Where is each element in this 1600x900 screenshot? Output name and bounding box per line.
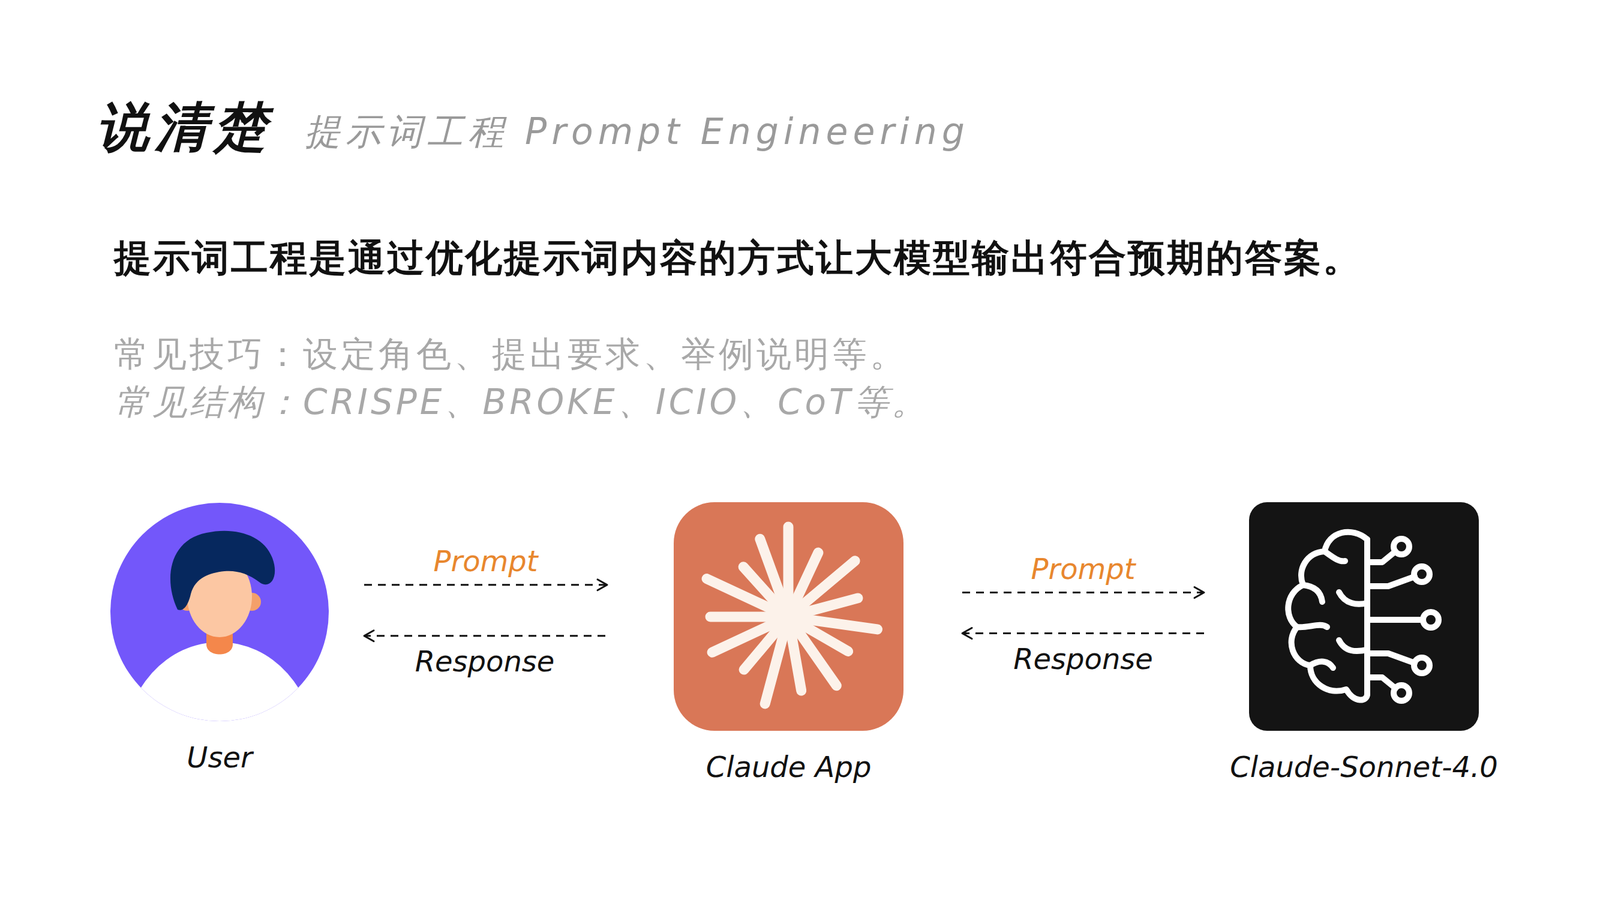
node-label: Claude-Sonnet-4.0 (1069, 751, 1600, 783)
dashed-arrow (962, 587, 1205, 599)
dashed-line (364, 583, 608, 586)
dashed-line (962, 632, 1205, 635)
definition-text: 提示词工程是通过优化提示词内容的方式让大模型输出符合预期的答案。 (113, 237, 1362, 279)
node-label: Claude App (493, 751, 1084, 783)
claude-app-icon (673, 502, 904, 731)
arrow-head (1194, 587, 1205, 599)
user-avatar (110, 502, 329, 722)
dashed-line (962, 591, 1205, 594)
node-label: User (0, 741, 509, 774)
arrow-head (597, 579, 608, 591)
edge-label: Response (1013, 642, 1154, 675)
arrow-head (364, 630, 374, 642)
edge-label: Prompt (1030, 552, 1136, 585)
model-box: Claude-Sonnet-4.0 (1249, 502, 1479, 731)
edge-label: Prompt (433, 544, 538, 577)
user-circle: User (110, 502, 329, 722)
dashed-arrow (364, 630, 606, 642)
arrow-head (962, 628, 972, 639)
note-text: 常见技巧：设定角色、提出要求、举例说明等。 (113, 335, 908, 374)
edge-label: Response (415, 644, 555, 677)
app-box: Claude App (673, 502, 904, 731)
dashed-line (364, 634, 606, 637)
slide-title: 说清楚 (95, 98, 273, 157)
dashed-arrow (364, 579, 608, 591)
slide-subtitle: 提示词工程 Prompt Engineering (304, 111, 970, 152)
model-brain-icon (1249, 502, 1479, 731)
note-text: 常见结构：CRISPE、BROKE、ICIO、CoT等。 (113, 383, 930, 422)
dashed-arrow (962, 628, 1205, 639)
